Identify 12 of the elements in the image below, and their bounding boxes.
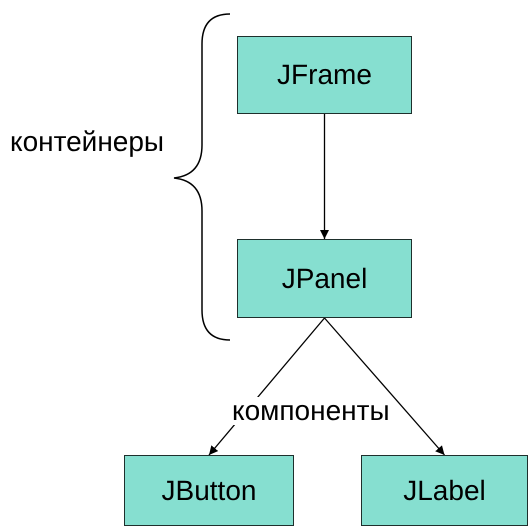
class-name: JLabel (403, 474, 486, 506)
class-box (237, 36, 412, 114)
class-box (237, 239, 412, 318)
class-box (361, 455, 528, 526)
brace-label: контейнеры (10, 128, 164, 156)
class-box (124, 455, 294, 526)
group-label: компоненты (232, 397, 390, 425)
class-name: JFrame (277, 59, 372, 91)
class-name: JButton (162, 474, 256, 506)
arrow (320, 114, 329, 239)
arrow (324, 318, 445, 456)
class-name: JPanel (282, 262, 368, 294)
